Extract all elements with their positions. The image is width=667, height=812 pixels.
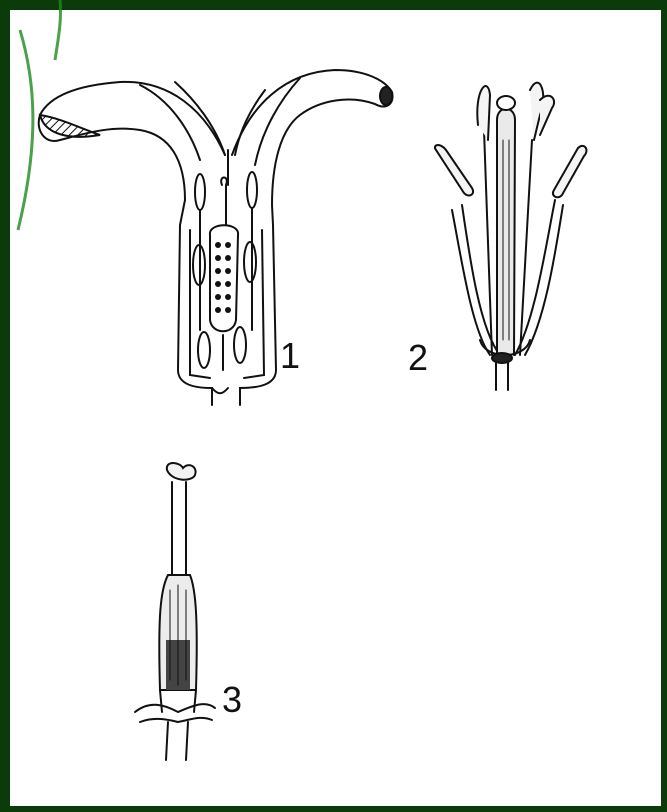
left-petal-hatch: [40, 115, 100, 137]
tube-left: [178, 200, 212, 405]
base-knot: [492, 353, 512, 363]
stamen-inner-2: [520, 140, 532, 355]
anther-inner-1: [477, 86, 490, 140]
stamen-right-anther: [247, 172, 257, 208]
central-column: [497, 109, 515, 355]
stamen-right-lower: [234, 327, 246, 363]
label-figure-1: 1: [280, 338, 300, 374]
ovules: [215, 242, 231, 313]
anther-outer-right: [553, 146, 587, 197]
stigma: [497, 96, 515, 110]
label-figure-2: 2: [408, 340, 428, 376]
inner-wall-right: [244, 230, 264, 378]
tube-base: [212, 388, 228, 393]
left-petal-vein-2: [140, 85, 200, 160]
pistil-stigma: [167, 463, 196, 480]
stamen-left-anther: [195, 174, 205, 210]
figure-1-flower-section: [39, 70, 393, 405]
pistil-style: [172, 482, 186, 575]
anther-inner-3: [540, 96, 554, 135]
ovary: [210, 225, 238, 331]
figure-2-stamens: [435, 83, 587, 390]
label-figure-3: 3: [222, 682, 242, 718]
left-petal-vein: [175, 82, 225, 155]
style: [221, 178, 227, 226]
edge-highlight: [18, 30, 33, 230]
pistil-stalk: [166, 722, 188, 760]
stamen-left-lower: [198, 332, 210, 368]
left-petal: [39, 82, 225, 200]
receptacle-bottom: [140, 718, 212, 722]
receptacle-top: [135, 704, 215, 712]
anther-outer-left: [435, 145, 473, 195]
stalk: [496, 362, 508, 390]
stamen-outer-right-2: [525, 205, 563, 355]
figure-3-pistil: [135, 463, 215, 760]
right-petal-curl: [380, 87, 392, 105]
stamen-outer-left: [462, 205, 500, 355]
ovary-neck: [160, 690, 196, 712]
edge-highlight-2: [55, 0, 61, 60]
stamen-outer-left-2: [452, 210, 490, 355]
stamen-right-2-anther: [244, 242, 256, 282]
